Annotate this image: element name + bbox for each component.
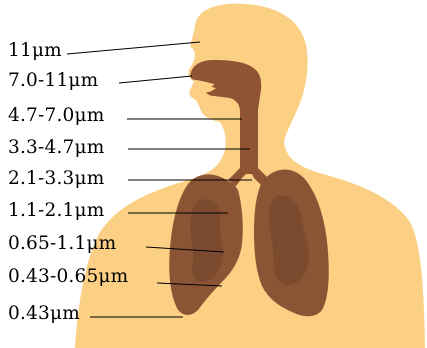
size-label-secondary-bronchi: 1.1-2.1μm xyxy=(8,200,104,222)
size-label-bronchioles: 0.43-0.65μm xyxy=(8,266,128,288)
size-label-primary-bronchi: 2.1-3.3μm xyxy=(8,168,104,190)
size-label-alveoli: 0.43μm xyxy=(8,303,80,325)
left-lung-inner xyxy=(190,199,223,282)
size-label-trachea: 3.3-4.7μm xyxy=(8,137,104,159)
size-label-head: 11μm xyxy=(8,40,62,62)
size-label-pharynx: 4.7-7.0μm xyxy=(8,105,104,127)
size-label-terminal-bronchi: 0.65-1.1μm xyxy=(8,233,116,255)
body-silhouette xyxy=(75,4,425,348)
size-label-nose: 7.0-11μm xyxy=(8,70,98,92)
leader-line xyxy=(67,42,200,54)
leader-line xyxy=(119,76,192,83)
